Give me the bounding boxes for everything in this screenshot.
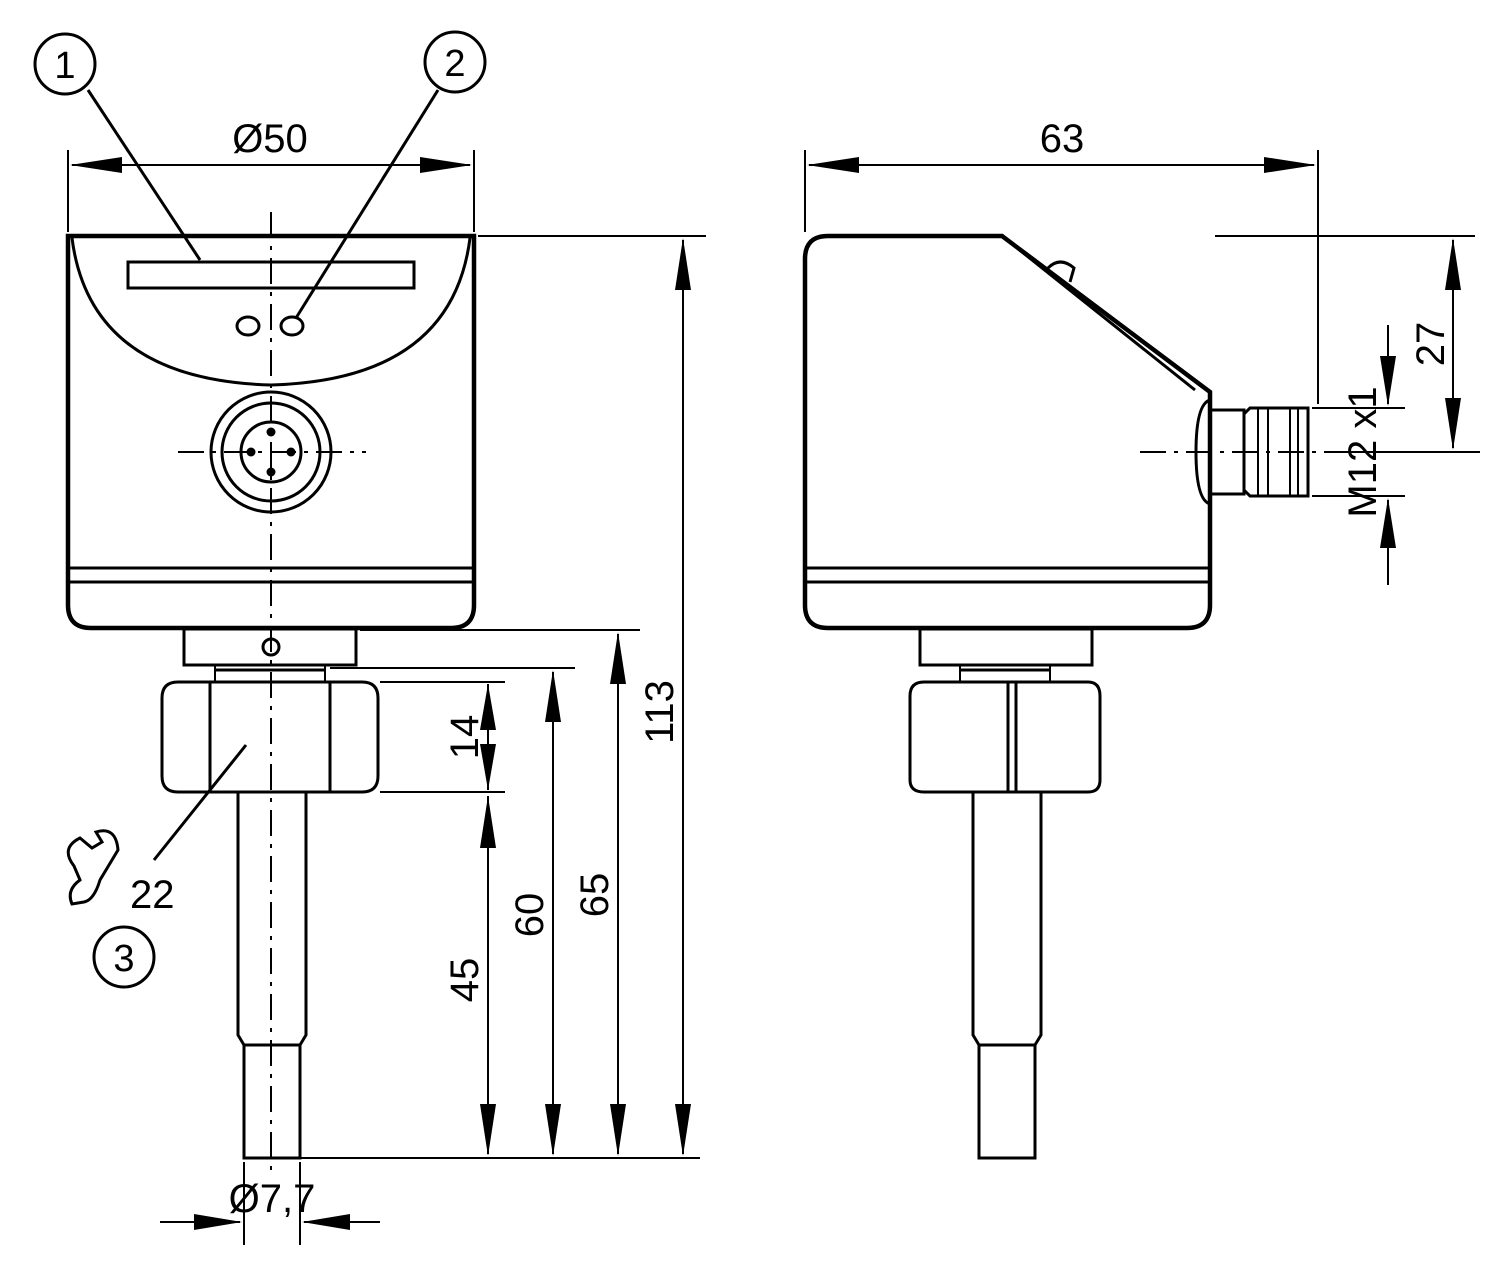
dim-height-65: 65 (360, 629, 640, 1156)
callout-2: 2 (294, 30, 487, 319)
side-view (802, 233, 1480, 1160)
front-view (65, 212, 477, 1170)
side-probe (971, 792, 1043, 1160)
dim-label-45: 45 (443, 958, 487, 1003)
dim-label-14: 14 (443, 715, 487, 760)
dim-thread-m12: M12 x1 (1312, 325, 1405, 585)
dim-connector-27: 27 (1215, 235, 1475, 453)
front-housing (65, 233, 477, 631)
callout-2-label: 2 (444, 43, 465, 85)
dim-label-113: 113 (638, 680, 682, 744)
dim-label-63: 63 (1040, 117, 1085, 161)
callout-1-label: 1 (54, 45, 75, 87)
dim-height-113: 113 (478, 235, 706, 1156)
led-right (279, 315, 305, 337)
led-left (235, 315, 261, 337)
dim-label-65: 65 (573, 873, 617, 918)
dim-height-60: 60 (330, 667, 575, 1156)
callout-3-label: 3 (113, 938, 134, 980)
dim-probe-45: 45 (443, 796, 496, 1156)
dim-diameter-7-7: Ø7,7 (160, 1162, 380, 1245)
callout-1: 1 (33, 32, 202, 261)
front-hex-nut (160, 665, 380, 794)
wrench-size-label: 22 (130, 873, 175, 917)
dim-nut-14: 14 (380, 681, 505, 793)
dim-width-63: 63 (804, 117, 1319, 404)
side-housing (802, 233, 1213, 631)
dim-label-diameter-50: Ø50 (232, 117, 308, 161)
callout-3: 22 3 (66, 744, 248, 989)
dim-label-diameter-7-7: Ø7,7 (229, 1177, 316, 1221)
dim-label-27: 27 (1409, 322, 1453, 367)
dim-label-m12: M12 x1 (1341, 386, 1385, 517)
wrench-icon (66, 829, 120, 906)
side-hex-nut (908, 665, 1102, 794)
dim-label-60: 60 (508, 893, 552, 938)
